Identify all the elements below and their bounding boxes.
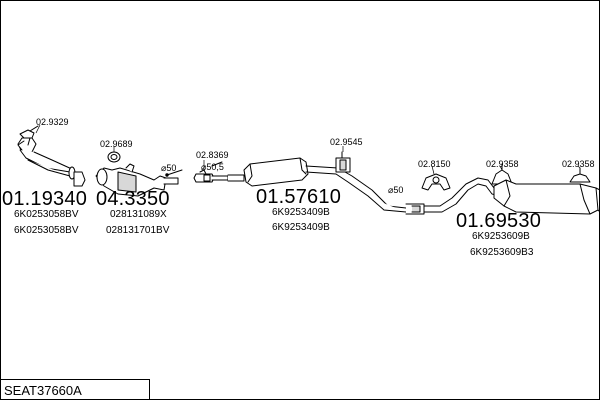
diameter-label-1: ⌀50 (161, 163, 177, 173)
rear-silencer-ref-1: 6K9253609B (472, 231, 530, 242)
gasket-cat-drawing (107, 151, 121, 163)
mount-rear-3-drawing (569, 167, 591, 183)
catalytic-converter-drawing (95, 163, 183, 197)
front-pipe-ref-2: 6K0253058BV (14, 225, 79, 236)
mount-mid-drawing (335, 151, 351, 173)
gasket-front-number: 02.9329 (36, 117, 69, 127)
document-code-box: SEAT37660A (0, 379, 150, 399)
gasket-cat-number: 02.9689 (100, 139, 133, 149)
rear-silencer-drawing (423, 177, 600, 215)
mount-rear-1-drawing (421, 173, 451, 191)
middle-silencer-number: 01.57610 (256, 186, 342, 208)
mount-rear-3-number: 02.9358 (562, 159, 595, 169)
clamp-mid-drawing (193, 161, 229, 183)
front-pipe-drawing (17, 137, 86, 187)
catalytic-converter-ref-1: 028131089X (110, 209, 167, 220)
catalytic-converter-ref-2: 028131701BV (106, 225, 170, 236)
diameter-label-2: ⌀50,5 (201, 162, 224, 172)
diameter-label-3: ⌀50 (388, 185, 404, 195)
gasket-front-drawing (19, 125, 39, 139)
mount-mid-number: 02.9545 (330, 137, 363, 147)
middle-silencer-ref-2: 6K9253409B (272, 222, 330, 233)
middle-silencer-drawing (227, 157, 425, 215)
front-pipe-ref-1: 6K0253058BV (14, 209, 79, 220)
catalytic-converter-number: 04.3350 (96, 188, 170, 210)
document-code: SEAT37660A (4, 383, 82, 398)
mount-rear-1-number: 02.8150 (418, 159, 451, 169)
front-pipe-number: 01.19340 (2, 188, 88, 210)
rear-silencer-number: 01.69530 (456, 210, 542, 232)
middle-silencer-ref-1: 6K9253409B (272, 207, 330, 218)
clamp-mid-number: 02.8369 (196, 150, 229, 160)
mount-rear-2-number: 02.9358 (486, 159, 519, 169)
rear-silencer-ref-2: 6K9253609B3 (470, 247, 534, 258)
